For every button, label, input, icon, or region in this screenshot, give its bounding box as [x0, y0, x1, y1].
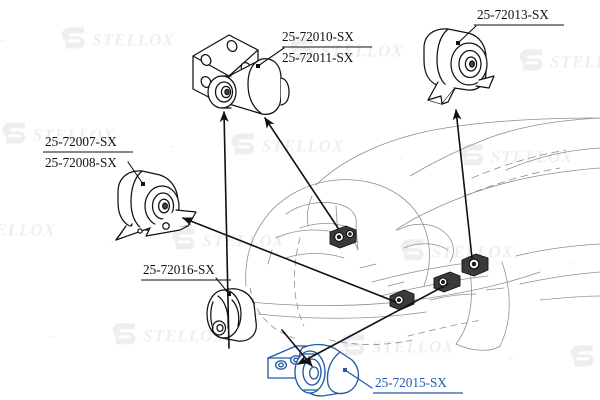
part-bracket-top-center: [192, 34, 290, 115]
arrow-bushing-to-bracket: [219, 111, 230, 349]
part-mount-left: [115, 170, 197, 241]
label-25-72007-08: 25-72007-SX 25-72008-SX: [43, 134, 133, 170]
label-25-72013-text: 25-72013-SX: [477, 7, 549, 22]
leader-25-72007-08: [127, 161, 144, 185]
label-25-72015-text: 25-72015-SX: [375, 375, 447, 390]
leader-25-72015: [344, 369, 373, 389]
label-25-72015: 25-72015-SX: [373, 375, 463, 394]
label-25-72013: 25-72013-SX: [474, 7, 564, 26]
label-25-72007-text: 25-72007-SX: [45, 134, 117, 149]
callout-arrows: [182, 109, 473, 367]
part-mount-top-right: [423, 28, 495, 105]
leader-line-highlighted: [344, 369, 373, 389]
installed-mount-right: [461, 253, 489, 277]
installed-mount-center-upper: [329, 225, 357, 249]
installed-mount-marks: [329, 225, 489, 311]
part-bushing-center: [206, 288, 257, 342]
label-25-72016-text: 25-72016-SX: [143, 262, 215, 277]
arrow-bracket-to-chassis: [264, 117, 339, 229]
leader-25-72010-11: [257, 47, 285, 67]
label-25-72016: 25-72016-SX: [141, 262, 231, 281]
label-25-72011-text: 25-72011-SX: [282, 50, 354, 65]
vehicle-chassis-outline: [231, 117, 600, 351]
arrow-to-bottom-hub: [281, 329, 313, 367]
arrow-chassis-to-left-mount: [182, 217, 397, 303]
installed-mount-lower-center: [433, 271, 461, 293]
label-25-72010-text: 25-72010-SX: [282, 29, 354, 44]
leader-25-72016: [215, 277, 230, 295]
arrow-chassis-to-bottom-mount: [297, 283, 449, 365]
label-25-72010-11: 25-72010-SX 25-72011-SX: [282, 29, 372, 65]
label-25-72008-text: 25-72008-SX: [45, 155, 117, 170]
arrow-right-mount-to-chassis: [452, 109, 473, 259]
leader-lines: [127, 25, 477, 295]
leader-25-72013: [457, 25, 477, 44]
